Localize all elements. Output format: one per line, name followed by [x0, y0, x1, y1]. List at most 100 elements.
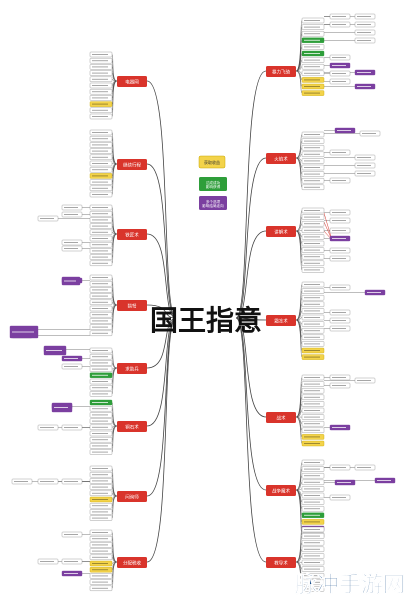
leaf-text-placeholder [304, 297, 320, 299]
connector-line [295, 216, 303, 232]
leaf-text-placeholder [304, 330, 320, 332]
leaf-node [301, 90, 325, 96]
connector-line [146, 80, 177, 319]
leaf-node [301, 559, 325, 566]
leaf-node [89, 179, 113, 185]
leaf-node [89, 378, 113, 385]
leaf-node [301, 388, 325, 394]
leaf-text-placeholder [92, 109, 108, 111]
branch-label: 分配税收 [123, 560, 141, 567]
leaf-text-placeholder [332, 65, 346, 66]
connector-line [111, 425, 118, 453]
leaf-node [301, 573, 325, 579]
branch-node: 铜石术 [117, 421, 147, 432]
leaf-node [61, 239, 83, 246]
leaf-node [329, 21, 351, 28]
leaf-text-placeholder [332, 24, 346, 25]
connector-line [295, 403, 303, 418]
leaf-text-placeholder [304, 46, 320, 48]
connector-line [111, 362, 118, 369]
connector-line [111, 289, 118, 306]
leaf-text-placeholder [304, 588, 320, 590]
leaf-node [89, 330, 113, 336]
leaf-node [301, 131, 325, 138]
leaf-node [354, 37, 376, 44]
leaf-node [301, 247, 325, 253]
leaf-node [301, 427, 325, 433]
leaf-text-placeholder [357, 40, 371, 41]
leaf-text-placeholder [92, 374, 108, 376]
connector-line [295, 297, 303, 321]
leaf-text-placeholder [357, 24, 371, 25]
leaf-node [329, 54, 351, 61]
branch-node: 求助兵 [117, 363, 147, 374]
leaf-node [89, 509, 113, 515]
connector-line [235, 157, 267, 319]
leaf-text-placeholder [332, 250, 346, 251]
leaf-text-placeholder [92, 150, 108, 152]
leaf-text-placeholder [92, 219, 108, 221]
leaf-node [89, 241, 113, 248]
leaf-node [89, 70, 113, 76]
leaf-node [301, 579, 325, 585]
connector-line [295, 488, 303, 491]
connector-line [295, 230, 303, 257]
leaf-node [301, 540, 325, 546]
leaf-text-placeholder [92, 433, 108, 434]
connector-line [111, 480, 118, 497]
leaf-node [89, 490, 113, 496]
leaf-node [89, 554, 113, 560]
leaf-node [89, 51, 113, 58]
leaf-node [89, 287, 113, 293]
leaf-text-placeholder [304, 66, 320, 68]
leaf-text-placeholder [332, 287, 346, 288]
leaf-node [89, 305, 113, 312]
branch-node: 分配税收 [117, 557, 147, 568]
leaf-text-placeholder [92, 499, 108, 500]
leaf-node [301, 151, 325, 158]
connector-line [235, 317, 267, 418]
leaf-text-placeholder [304, 555, 320, 557]
leaf-text-placeholder [92, 60, 108, 62]
leaf-node [89, 579, 113, 585]
leaf-node [89, 385, 113, 391]
leaf-node [89, 248, 113, 254]
leaf-node [37, 424, 59, 431]
leaf-text-placeholder [92, 238, 108, 239]
center-note-purple-text: 多个选项影响结局走向 [202, 199, 224, 208]
leaf-text-placeholder [332, 180, 346, 181]
leaf-node [301, 440, 325, 447]
leaf-text-placeholder [92, 244, 108, 246]
connector-line [295, 542, 303, 563]
leaf-node [301, 486, 325, 492]
connector-line [295, 157, 303, 181]
connector-line [111, 80, 118, 117]
leaf-node [89, 366, 113, 372]
connector-line [111, 414, 118, 427]
leaf-node [301, 519, 325, 525]
leaf-text-placeholder [92, 420, 108, 422]
leaf-text-placeholder [304, 134, 320, 135]
leaf-text-placeholder [92, 283, 108, 285]
leaf-text-placeholder [92, 277, 108, 278]
leaf-node [354, 154, 376, 161]
leaf-node [301, 220, 325, 227]
branch-label: 教导术 [274, 560, 288, 567]
connector-line [295, 489, 303, 536]
leaf-text-placeholder [304, 423, 320, 425]
leaf-node [89, 185, 113, 192]
leaf-node [301, 421, 325, 427]
leaf-node [301, 394, 325, 400]
leaf-node [89, 88, 113, 95]
leaf-node [89, 412, 113, 418]
leaf-node [301, 214, 325, 220]
leaf-node [329, 70, 351, 77]
branch-node: 战术 [266, 412, 296, 423]
branch-node: 讲解术 [266, 226, 296, 237]
leaf-node [89, 443, 113, 449]
leaf-text-placeholder [304, 147, 320, 149]
leaf-node [89, 391, 113, 397]
leaf-node [301, 63, 325, 70]
leaf-node [61, 424, 83, 431]
branch-label: 猎弩 [128, 303, 137, 310]
